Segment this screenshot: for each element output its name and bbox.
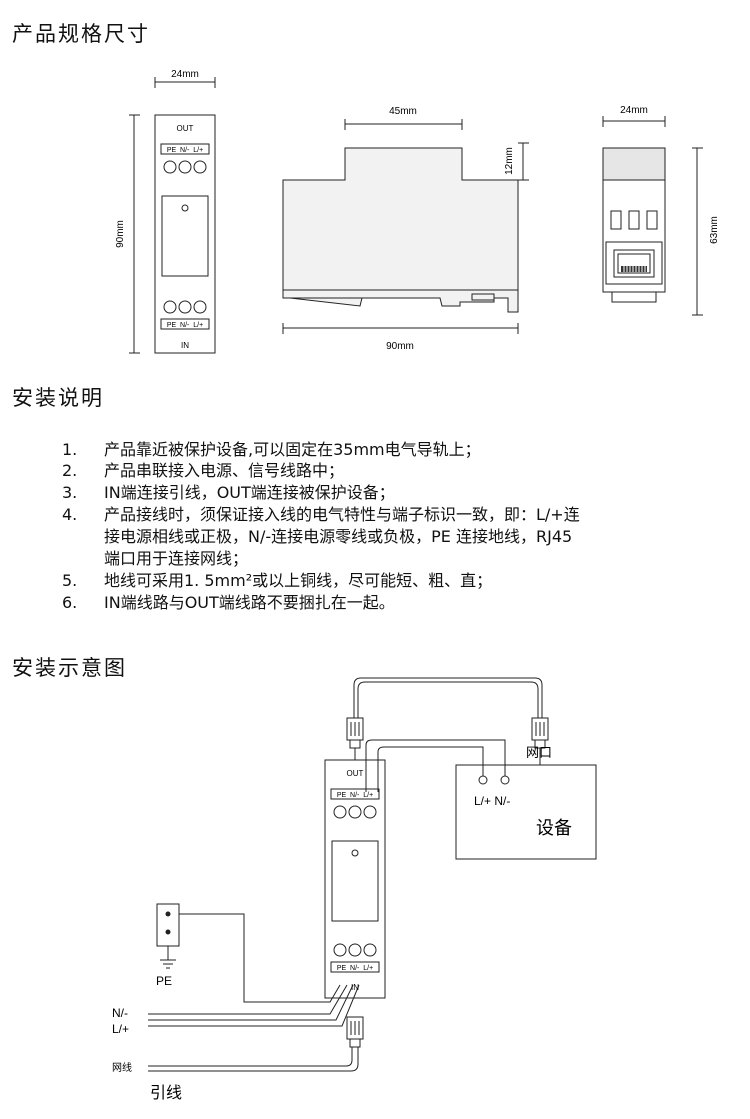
- device-terminals-label: L/+ N/-: [474, 794, 510, 808]
- right-width-label: 24mm: [620, 105, 648, 116]
- module-terminal-bottom: PE N/- L/+: [337, 965, 373, 972]
- pe-label: PE: [156, 974, 172, 988]
- side-top-label: 12mm: [504, 147, 515, 175]
- l-wire-label: L/+: [112, 1022, 129, 1036]
- dimension-drawings: 24mm 90mm OUT PE N/- L/+ PE N/- L/+ IN 4…: [115, 69, 720, 354]
- diagram-title: 安装示意图: [12, 656, 127, 680]
- front-width-label: 24mm: [171, 69, 199, 80]
- side-bottom-label: 90mm: [386, 341, 414, 352]
- front-terminal-bottom: PE N/- L/+: [167, 322, 203, 329]
- front-in-label: IN: [181, 341, 189, 350]
- side-width-label: 45mm: [389, 106, 417, 117]
- right-height-label: 63mm: [709, 216, 720, 244]
- module-out-label: OUT: [347, 769, 364, 778]
- port-label: 网口: [526, 745, 552, 760]
- specs-title: 产品规格尺寸: [12, 22, 150, 46]
- module-in-label: IN: [351, 983, 359, 992]
- wiring-diagram: OUT PE N/- L/+ PE N/- L/+ IN 网口 L/+ N/- …: [112, 677, 597, 1102]
- install-title: 安装说明: [12, 386, 104, 410]
- lead-label: 引线: [150, 1084, 182, 1102]
- front-out-label: OUT: [177, 124, 194, 133]
- n-wire-label: N/-: [112, 1006, 128, 1020]
- module-terminal-top: PE N/- L/+: [337, 792, 373, 799]
- net-cable-label: 网线: [112, 1061, 132, 1074]
- device-label: 设备: [536, 818, 572, 838]
- front-height-label: 90mm: [115, 220, 126, 248]
- front-terminal-top: PE N/- L/+: [167, 147, 203, 154]
